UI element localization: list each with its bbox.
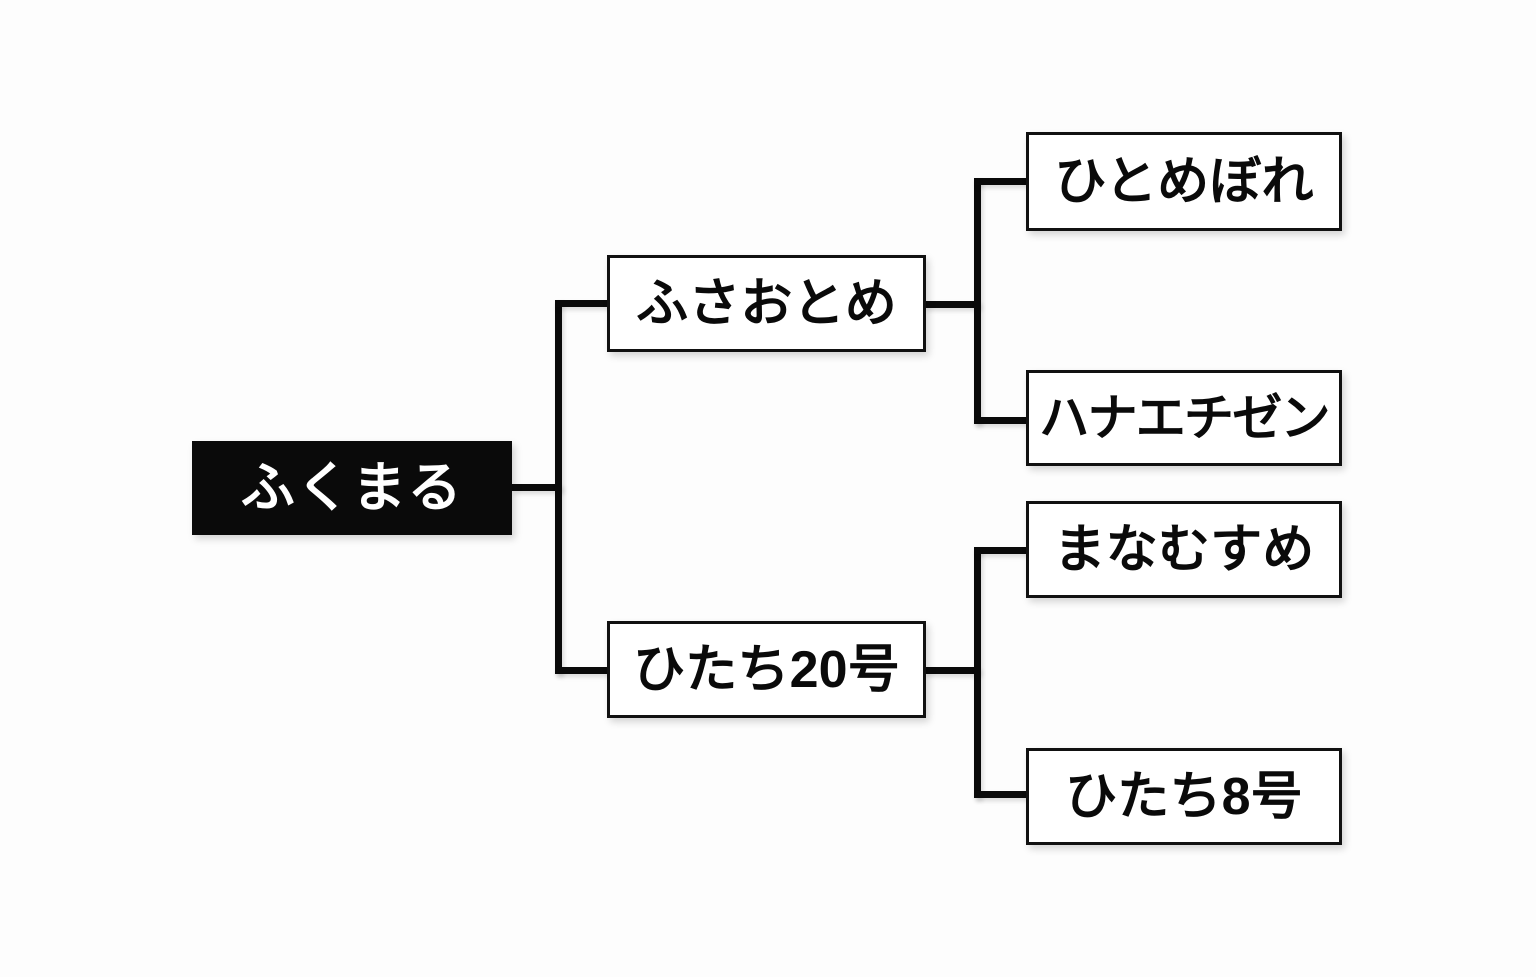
node-grandparent-1-label: ひとめぼれ [1054, 152, 1314, 211]
connector-parent-1-to-grandparent-2 [974, 417, 1030, 424]
node-grandparent-manamusume[interactable]: まなむすめ [1026, 501, 1342, 598]
node-grandparent-hitachi-8go[interactable]: ひたち8号 [1026, 748, 1342, 845]
connector-parent-1-spine [974, 178, 981, 424]
node-grandparent-4-label: ひたち8号 [1065, 767, 1303, 826]
node-grandparent-3-label: まなむすめ [1053, 520, 1315, 579]
node-root-label: ふくまる [240, 458, 464, 518]
connector-parent-1-stem [924, 301, 980, 308]
node-parent-1-label: ふさおとめ [636, 274, 897, 333]
connector-parent-2-spine [974, 547, 981, 798]
connector-parent-2-to-grandparent-3 [974, 547, 1030, 554]
node-grandparent-hanaechizen[interactable]: ハナエチゼン [1026, 370, 1342, 466]
connector-root-stem [512, 484, 562, 491]
connector-parent-1-to-grandparent-1 [974, 178, 1030, 185]
node-parent-fusaotome[interactable]: ふさおとめ [607, 255, 926, 352]
node-grandparent-2-label: ハナエチゼン [1039, 390, 1330, 446]
connector-parent-2-stem [924, 667, 980, 674]
node-grandparent-hitomebore[interactable]: ひとめぼれ [1026, 132, 1342, 231]
node-root-fukumaru[interactable]: ふくまる [192, 441, 512, 535]
connector-root-to-parent-2 [555, 667, 611, 674]
connector-parent-2-to-grandparent-4 [974, 791, 1030, 798]
connector-root-spine [555, 300, 562, 674]
connector-root-to-parent-1 [555, 300, 611, 307]
node-parent-2-label: ひたち20号 [633, 640, 900, 699]
node-parent-hitachi-20go[interactable]: ひたち20号 [607, 621, 926, 718]
